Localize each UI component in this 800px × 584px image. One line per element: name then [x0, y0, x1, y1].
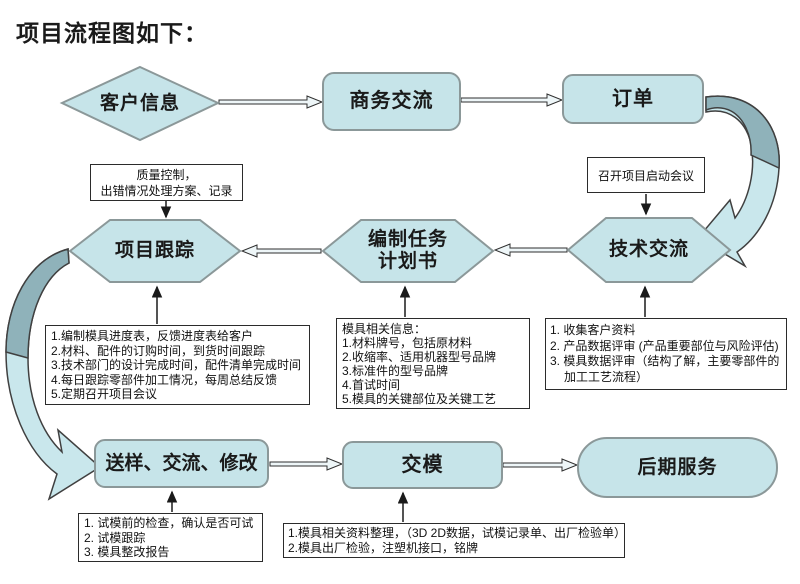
arrow-sample-to-delivery	[269, 457, 344, 471]
note-line: 1.编制模具进度表，反馈进度表给客户	[51, 329, 254, 343]
note-line: 3.技术部门的设计完成时间，配件清单完成时间	[51, 358, 302, 372]
note-line: 2. 产品数据评审 (产品重要部位与风险评估)	[550, 338, 779, 353]
note-kickoff-meeting: 召开项目启动会议	[587, 157, 705, 193]
note-line: 3. 模具整改报告	[84, 545, 170, 559]
note-tech-items: 1. 收集客户资料 2. 产品数据评审 (产品重要部位与风险评估) 3. 模具数…	[545, 318, 787, 390]
mold-delivery-box	[342, 441, 503, 489]
note-line: 1.模具相关资料整理，（3D 2D数据，试模记录单、出厂检验单）	[288, 526, 627, 540]
note-line: 3.标准件的型号品牌	[342, 364, 449, 378]
arrow-tech-to-plan	[493, 243, 568, 257]
note-line: 2.模具出厂检验，注塑机接口，铭牌	[288, 540, 479, 555]
note-line: 2.材料、配件的订购时间，到货时间跟踪	[51, 343, 266, 358]
arrow-delivery-to-service	[502, 458, 579, 472]
note-plan-items: 模具相关信息： 1.材料牌号，包括原材料 2.收缩率、适用机器型号品牌 3.标准…	[336, 318, 530, 409]
note-quality-control: 质量控制， 出错情况处理方案、记录	[90, 164, 243, 201]
node-label-business-exchange: 商务交流	[349, 90, 434, 112]
node-label-mold-delivery: 交模	[401, 453, 444, 476]
arrow-plan-to-tracking	[240, 244, 322, 258]
arrow-business-to-order	[460, 93, 564, 107]
note-line: 4.首试时间	[342, 378, 401, 392]
sample-exchange-box	[94, 439, 269, 488]
note-line: 1. 收集客户资料	[550, 323, 636, 337]
curved-arrow-order-to-tech-shade	[705, 95, 780, 170]
note-sample-items: 1. 试模前的检查，确认是否可试 2. 试模跟踪 3. 模具整改报告	[78, 513, 263, 562]
note-line: 1. 试模前的检查，确认是否可试	[84, 516, 254, 530]
order-box	[562, 74, 704, 124]
curved-arrow-tracking-to-sample-shade	[5, 248, 70, 359]
node-label-after-service: 后期服务	[637, 456, 718, 478]
business-exchange-box	[322, 72, 461, 131]
note-line: 模具相关信息：	[342, 322, 427, 336]
node-label-customer-info: 客户信息	[99, 92, 180, 114]
node-label-sample-exchange: 送样、交流、修改	[105, 452, 258, 474]
customer-info-diamond	[59, 65, 221, 142]
note-line: 1.材料牌号，包括原材料	[342, 336, 473, 350]
tech-exchange-hexagon	[566, 217, 732, 283]
arrow-customer-to-business	[218, 95, 324, 109]
note-line: 5.定期召开项目会议	[51, 387, 158, 401]
note-line: 加工工艺流程）	[564, 369, 649, 384]
node-label-tracking: 项目跟踪	[114, 240, 195, 262]
note-line: 2. 试模跟踪	[84, 530, 146, 545]
node-label-order: 订单	[612, 87, 654, 110]
note-line: 3. 模具数据评审（结构了解，主要零部件的	[550, 354, 780, 368]
note-tracking-items: 1.编制模具进度表，反馈进度表给客户 2.材料、配件的订购时间，到货时间跟踪 3…	[45, 325, 310, 405]
note-delivery-items: 1.模具相关资料整理，（3D 2D数据，试模记录单、出厂检验单） 2.模具出厂检…	[283, 523, 627, 558]
plan-hexagon	[321, 219, 495, 283]
node-label-tech-exchange: 技术交流	[608, 239, 689, 261]
tracking-hexagon	[68, 219, 242, 283]
page-title: 项目流程图如下：	[16, 21, 208, 46]
note-line: 2.收缩率、适用机器型号品牌	[342, 350, 497, 364]
note-line: 4.每日跟踪零部件加工情况，每周总结反馈	[51, 372, 278, 387]
node-label-plan: 编制任务 计划书	[367, 229, 448, 272]
note-line: 5.模具的关键部位及关键工艺	[342, 392, 497, 406]
after-service-pill	[577, 437, 778, 498]
